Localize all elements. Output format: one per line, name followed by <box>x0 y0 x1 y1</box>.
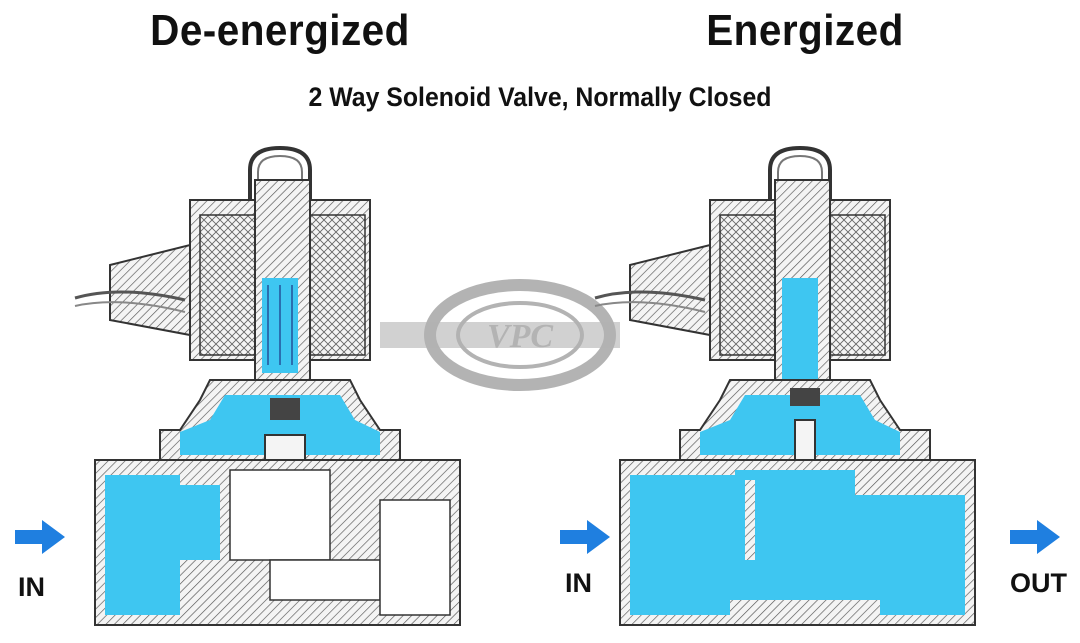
cable-connector <box>629 243 711 337</box>
inlet-arrow-left <box>15 520 65 554</box>
vpc-watermark: VPC <box>380 279 620 391</box>
label-out-right: OUT <box>1010 568 1067 598</box>
pilot-chamber-fluid <box>180 395 380 455</box>
coil-right-winding <box>829 214 886 356</box>
valve-energized <box>560 145 1060 626</box>
pilot-seal <box>270 398 300 420</box>
coil-left-winding <box>719 214 776 356</box>
title-de-energized: De-energized <box>150 6 410 55</box>
coil-right-winding <box>309 214 366 356</box>
inlet-arrow-right <box>560 520 610 554</box>
watermark-text: VPC <box>487 318 553 355</box>
plunger-fluid <box>782 278 818 388</box>
valve-de-energized <box>15 145 461 626</box>
label-in-left: IN <box>18 572 45 602</box>
flow-fluid <box>630 470 965 615</box>
inlet-fluid <box>105 475 180 615</box>
coil-left-winding <box>199 214 256 356</box>
outlet-arrow-right <box>1010 520 1060 554</box>
outlet-passage <box>379 499 451 616</box>
title-energized: Energized <box>706 6 904 55</box>
label-in-right: IN <box>565 568 592 598</box>
diagram-subtitle: 2 Way Solenoid Valve, Normally Closed <box>308 82 772 112</box>
cable-connector <box>109 243 191 337</box>
pilot-seal <box>790 388 820 406</box>
